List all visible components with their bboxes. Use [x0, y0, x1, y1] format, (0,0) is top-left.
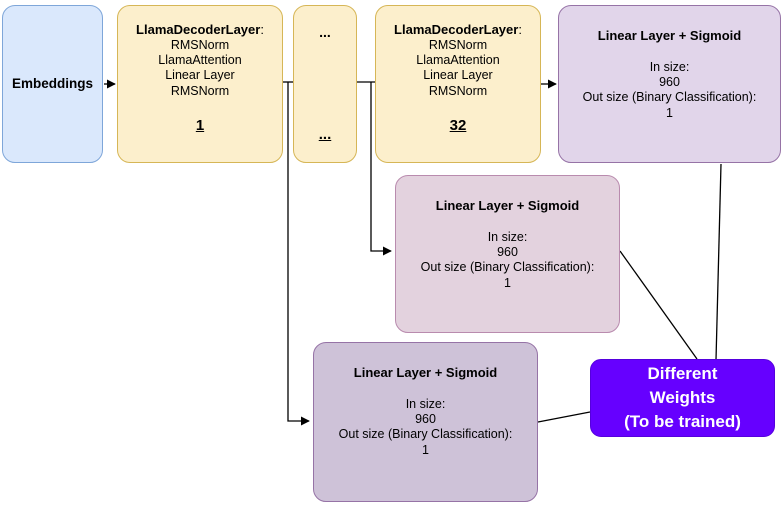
decoder-ellipsis-top: ... [319, 24, 331, 40]
edge-head-bottom-to-different-weights [537, 411, 591, 423]
node-embeddings[interactable]: Embeddings [2, 5, 103, 163]
node-head-bottom[interactable]: Linear Layer + Sigmoid In size: 960 Out … [313, 342, 538, 502]
decoder-1-sublayers: RMSNorm LlamaAttention Linear Layer RMSN… [158, 37, 242, 98]
decoder-1-index: 1 [195, 116, 205, 134]
head-top-title: Linear Layer + Sigmoid [597, 28, 742, 43]
different-weights-label: Different Weights (To be trained) [624, 363, 741, 432]
node-head-top[interactable]: Linear Layer + Sigmoid In size: 960 Out … [558, 5, 781, 163]
decoder-32-title-suffix: : [518, 22, 522, 37]
node-decoder-layer-1[interactable]: LlamaDecoderLayer: RMSNorm LlamaAttentio… [117, 5, 283, 163]
decoder-32-sublayers: RMSNorm LlamaAttention Linear Layer RMSN… [416, 37, 500, 98]
decoder-1-title-bold: LlamaDecoderLayer [136, 22, 261, 37]
head-middle-body: In size: 960 Out size (Binary Classifica… [420, 229, 595, 290]
node-head-middle[interactable]: Linear Layer + Sigmoid In size: 960 Out … [395, 175, 620, 333]
edge-head-top-to-different-weights [715, 163, 722, 361]
edge-head-mid-to-different-weights [619, 250, 698, 360]
decoder-32-index: 32 [449, 116, 467, 134]
head-bottom-title: Linear Layer + Sigmoid [353, 365, 498, 380]
decoder-1-title: LlamaDecoderLayer: [136, 22, 264, 38]
decoder-1-title-suffix: : [260, 22, 264, 37]
node-decoder-ellipsis[interactable]: ... ... [293, 5, 357, 163]
decoder-32-title-bold: LlamaDecoderLayer [394, 22, 519, 37]
decoder-ellipsis-bottom: ... [318, 125, 332, 143]
node-different-weights[interactable]: Different Weights (To be trained) [590, 359, 775, 437]
decoder-32-title: LlamaDecoderLayer: [394, 22, 522, 38]
head-top-body: In size: 960 Out size (Binary Classifica… [582, 59, 757, 120]
embeddings-label: Embeddings [11, 75, 93, 91]
head-middle-title: Linear Layer + Sigmoid [435, 198, 580, 213]
head-bottom-body: In size: 960 Out size (Binary Classifica… [338, 396, 513, 457]
node-decoder-layer-32[interactable]: LlamaDecoderLayer: RMSNorm LlamaAttentio… [375, 5, 541, 163]
